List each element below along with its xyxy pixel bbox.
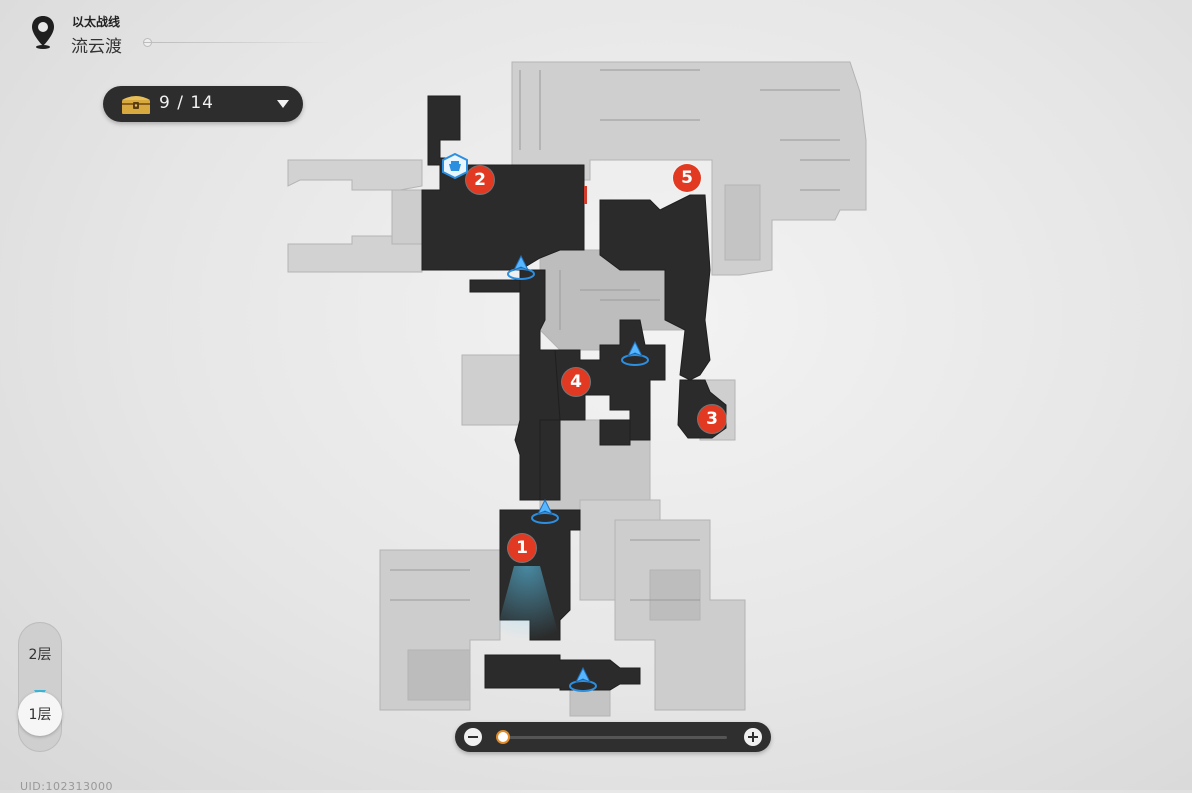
space-anchor-icon[interactable]	[568, 666, 598, 694]
minus-icon[interactable]	[464, 728, 482, 746]
dropdown-caret-icon	[277, 100, 289, 108]
chest-counter-dropdown[interactable]: 9 / 14	[103, 86, 303, 122]
location-underline	[144, 42, 334, 43]
space-anchor-icon[interactable]	[620, 340, 650, 368]
uid-text: UID:102313000	[20, 780, 113, 793]
floor-2-button[interactable]: 2层	[28, 647, 52, 663]
map-marker-5[interactable]: 5	[673, 164, 701, 192]
location-pin-icon	[32, 16, 54, 49]
zoom-slider[interactable]	[496, 730, 727, 744]
chest-count-text: 9 / 14	[159, 93, 214, 113]
treasure-chest-icon	[122, 96, 150, 114]
unexplored-areas	[287, 61, 867, 717]
locked-door	[584, 186, 587, 204]
space-anchor-icon[interactable]	[530, 498, 560, 526]
map-detail-lines	[390, 69, 850, 601]
space-anchor-icon[interactable]	[506, 254, 536, 282]
floor-switcher: 2层 1层	[18, 622, 62, 752]
location-region: 以太战线	[72, 15, 121, 29]
shop-icon[interactable]	[440, 152, 470, 180]
zoom-slider-thumb[interactable]	[496, 730, 510, 744]
location-zone: 流云渡	[71, 37, 122, 57]
map-marker-2[interactable]: 2	[466, 166, 494, 194]
plus-icon[interactable]	[744, 728, 762, 746]
map-marker-3[interactable]: 3	[698, 405, 726, 433]
player-view-cone	[494, 566, 560, 640]
map-marker-1[interactable]: 1	[508, 534, 536, 562]
zoom-control	[455, 722, 771, 752]
floor-1-button[interactable]: 1层	[18, 692, 62, 736]
map-marker-4[interactable]: 4	[562, 368, 590, 396]
